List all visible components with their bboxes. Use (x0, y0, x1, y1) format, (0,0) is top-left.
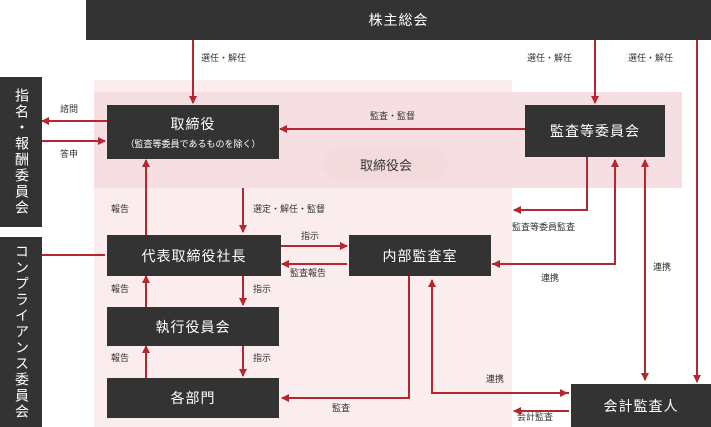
executive-committee-box: 執行役員会 (107, 307, 279, 346)
label-audit-committee-audit: 監査等委員監査 (512, 223, 576, 233)
label-audit: 監査 (332, 404, 351, 414)
nomination-committee-label: 指名・報酬委員会 (13, 88, 29, 216)
departments-box: 各部門 (107, 378, 279, 418)
label-report-3: 報告 (111, 354, 130, 364)
executive-committee-label: 執行役員会 (155, 319, 231, 336)
label-audit-report: 監査報告 (290, 269, 327, 279)
arrow-collab-1 (492, 159, 619, 265)
compliance-committee-box: コンプライアンス委員会 (0, 237, 42, 427)
label-consult: 諮問 (60, 105, 79, 115)
arrow-audit (281, 276, 410, 402)
directors-box: 取締役 （監査等委員であるものを除く） (107, 105, 279, 159)
departments-label: 各部門 (170, 391, 216, 407)
label-collab-1: 連携 (541, 274, 560, 284)
shareholders-label: 株主総会 (368, 13, 429, 29)
label-report-1: 報告 (111, 205, 130, 215)
label-elect-dismiss-3: 選任・解任 (628, 54, 674, 64)
audit-committee-box: 監査等委員会 (525, 105, 665, 157)
directors-label: 取締役 (170, 117, 216, 133)
internal-audit-label: 内部監査室 (382, 248, 458, 265)
label-accounting-audit: 会計監査 (517, 413, 554, 423)
label-audit-supervise: 監査・監督 (370, 112, 416, 122)
directors-note: （監査等委員であるものを除く） (125, 140, 261, 150)
label-select-supervise: 選定・解任・監督 (253, 205, 326, 215)
label-instruct-2: 指示 (253, 285, 272, 295)
label-report-back: 答申 (60, 150, 79, 160)
compliance-committee-label: コンプライアンス委員会 (13, 244, 29, 420)
accounting-auditor-label: 会計監査人 (603, 398, 679, 415)
label-report-2: 報告 (111, 285, 130, 295)
shareholders-box: 株主総会 (86, 0, 711, 40)
audit-committee-label: 監査等委員会 (550, 124, 640, 140)
accounting-auditor-box: 会計監査人 (571, 384, 711, 427)
label-elect-dismiss-1: 選任・解任 (201, 54, 247, 64)
nomination-committee-box: 指名・報酬委員会 (0, 77, 42, 227)
board-label: 取締役会 (359, 158, 412, 174)
label-collab-3: 連携 (486, 375, 505, 385)
label-instruct-3: 指示 (253, 354, 272, 364)
arrow-committee-audit (513, 157, 588, 214)
label-collab-2: 連携 (653, 263, 672, 273)
board-label-pill: 取締役会 (323, 148, 449, 180)
label-instruct-1: 指示 (301, 232, 320, 242)
president-label: 代表取締役社長 (141, 248, 247, 265)
internal-audit-box: 内部監査室 (349, 235, 491, 276)
label-elect-dismiss-2: 選任・解任 (527, 54, 573, 64)
president-box: 代表取締役社長 (107, 235, 281, 276)
